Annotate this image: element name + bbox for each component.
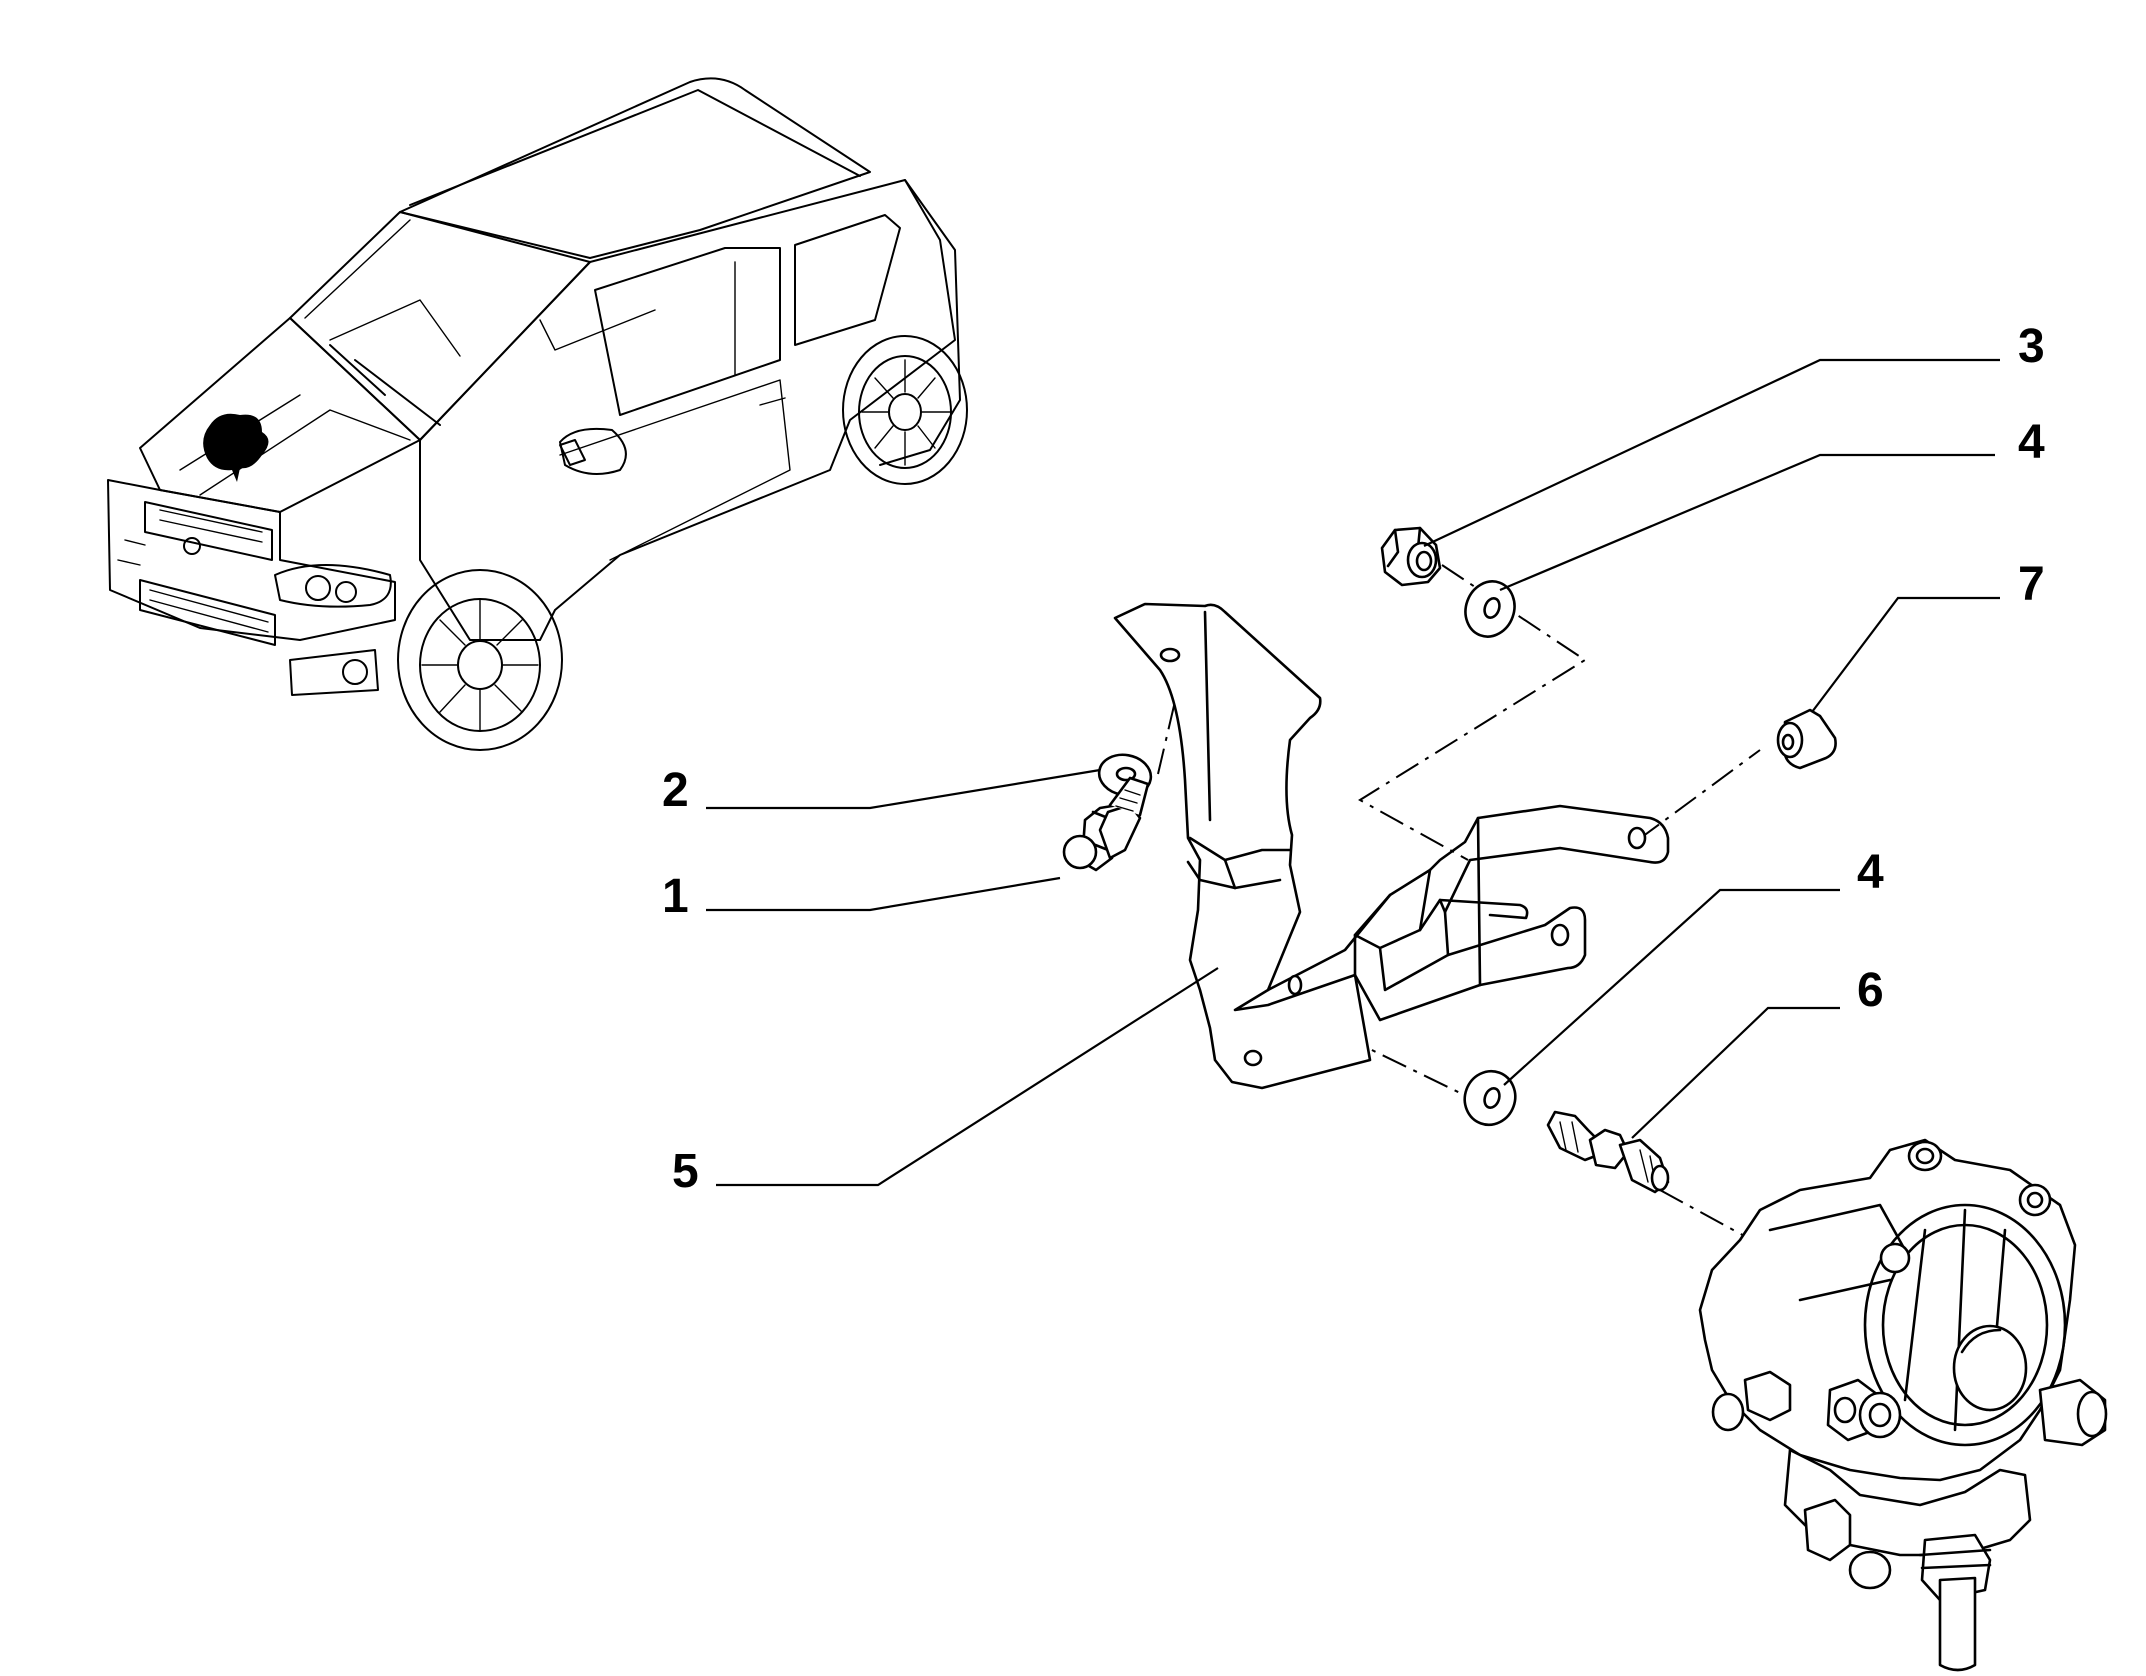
callout-1: 1 — [662, 870, 689, 923]
leader-2 — [706, 768, 1101, 810]
assembly-axis-spacer — [1637, 749, 1761, 841]
callout-7: 7 — [2018, 558, 2045, 611]
leader-4-upper — [1499, 453, 1995, 592]
bracket-icon — [1113, 602, 1670, 1090]
vacuum-pump-icon — [1698, 1138, 2108, 1672]
callout-5: 5 — [672, 1145, 699, 1198]
washer-icon — [1464, 580, 1516, 638]
spacer-icon — [1776, 708, 1837, 770]
leader-4-lower — [1503, 888, 1840, 1086]
leader-3 — [1423, 358, 2000, 547]
callout-6: 6 — [1857, 964, 1884, 1017]
leader-7 — [1811, 596, 2000, 713]
callout-4: 4 — [1857, 846, 1884, 899]
leader-5 — [716, 967, 1219, 1187]
leader-1 — [706, 876, 1061, 912]
callout-3: 3 — [2018, 320, 2045, 373]
washer-icon — [1463, 1069, 1517, 1127]
hex-bolt-icon — [1062, 776, 1150, 872]
stud-icon — [1546, 1110, 1670, 1194]
callout-4: 4 — [2018, 416, 2045, 469]
car-icon — [107, 77, 968, 751]
leader-6 — [1631, 1006, 1840, 1139]
flange-nut-icon — [1380, 526, 1442, 587]
callout-2: 2 — [662, 764, 689, 817]
